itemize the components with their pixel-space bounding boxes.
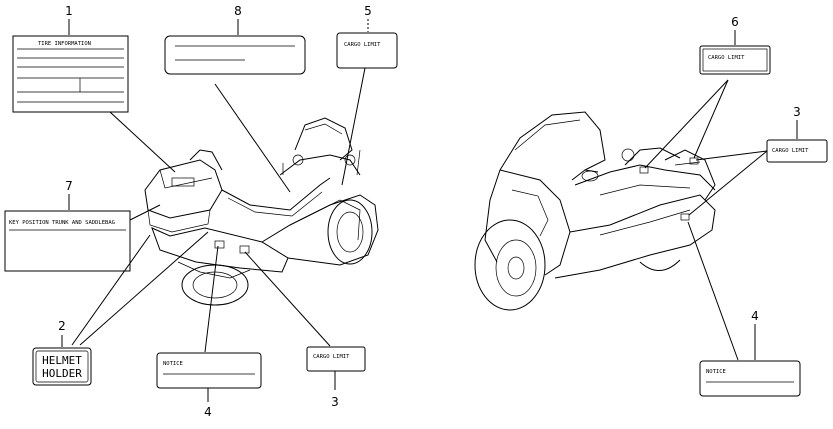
motorcycle-right-front-view — [474, 111, 716, 311]
motorcycle-left-rear-view — [144, 117, 379, 306]
tire-info-text: TIRE INFORMATION — [38, 41, 91, 47]
cargo-limit-text-5: CARGO LIMIT — [344, 42, 381, 48]
notice-text-left: NOTICE — [163, 361, 183, 367]
leader-3-right-b — [688, 150, 768, 216]
leader-2b — [79, 231, 209, 346]
callout-3-left: 3 — [331, 395, 339, 409]
callout-4-left: 4 — [204, 405, 212, 419]
label-cargo-limit-3-left: CARGO LIMIT — [306, 346, 366, 372]
leader-8 — [214, 83, 291, 193]
key-position-text: KEY POSITION TRUNK AND SADDLEBAG — [9, 220, 115, 226]
leader-1 — [109, 111, 176, 173]
cargo-limit-text-3-left: CARGO LIMIT — [313, 354, 350, 360]
leader-4-right — [687, 221, 739, 361]
callout-8: 8 — [234, 4, 242, 18]
label-notice-right: NOTICE — [699, 360, 801, 397]
leader-6b — [693, 79, 729, 159]
label-tire-information: TIRE INFORMATION — [12, 35, 129, 113]
label-cargo-limit-6: CARGO LIMIT — [699, 45, 771, 75]
leader-5 — [341, 67, 366, 186]
label-cargo-limit-5: CARGO LIMIT — [336, 32, 398, 69]
cargo-limit-text-3-right: CARGO LIMIT — [772, 148, 809, 154]
callout-2: 2 — [58, 319, 66, 333]
helmet-line-1: HELMET — [42, 354, 82, 367]
callout-4-right: 4 — [751, 309, 759, 323]
leader-3-left — [244, 251, 331, 347]
callout-6: 6 — [731, 15, 739, 29]
callout-3-right: 3 — [793, 105, 801, 119]
leader-4-left — [204, 245, 219, 353]
callout-7: 7 — [65, 179, 73, 193]
label-8 — [164, 35, 306, 75]
notice-text-right: NOTICE — [706, 369, 726, 375]
helmet-line-2: HOLDER — [42, 367, 82, 380]
cargo-limit-text-6: CARGO LIMIT — [708, 55, 745, 61]
leader-3-right-a — [695, 150, 768, 161]
callout-1: 1 — [65, 4, 73, 18]
leader-2a — [71, 234, 151, 346]
leader-7 — [129, 204, 161, 221]
label-cargo-limit-3-right: CARGO LIMIT — [766, 139, 828, 163]
label-helmet-holder: HELMET HOLDER — [32, 347, 92, 386]
label-key-position: KEY POSITION TRUNK AND SADDLEBAG — [4, 210, 131, 272]
label-notice-left: NOTICE — [156, 352, 262, 389]
leader-6a — [644, 79, 729, 169]
callout-5: 5 — [364, 4, 372, 18]
